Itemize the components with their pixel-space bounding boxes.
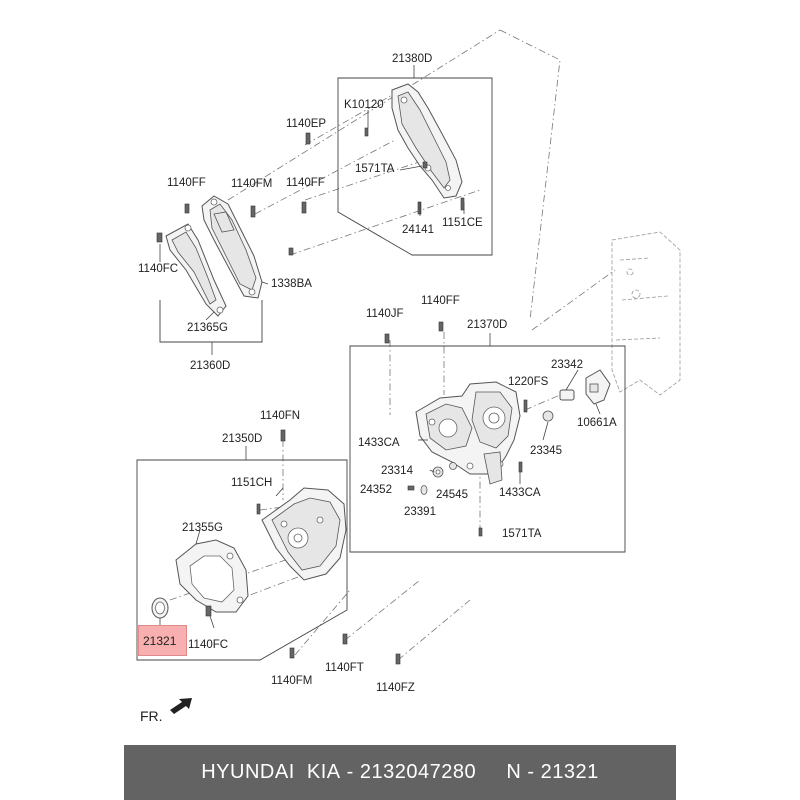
callout-1151CH: 1151CH (231, 477, 272, 489)
callout-10661A: 10661A (577, 417, 617, 429)
footer-gap (476, 761, 506, 784)
callout-1151CE: 1151CE (442, 217, 483, 229)
callout-K10120: K10120 (344, 99, 384, 111)
callout-1140JF: 1140JF (366, 308, 404, 320)
callout-23314: 23314 (381, 465, 414, 477)
timing-cover-gasket-left (165, 223, 227, 317)
sensor-parts (523, 369, 611, 422)
front-direction-arrow-icon (170, 698, 192, 714)
group-frame-21380D (337, 65, 493, 256)
callout-labels: 21380D K10120 1140EP 1571TA 1140FF 1140F… (138, 53, 617, 694)
footer-part-number: 2132047280 (359, 761, 477, 783)
callout-23391: 23391 (404, 506, 436, 518)
callout-24545: 24545 (436, 489, 468, 501)
callout-21360D: 21360D (190, 360, 230, 372)
part-info-footer: HYUNDAI KIA - 2132047280 N - 21321 (124, 745, 676, 800)
group-frame-21370D (349, 333, 626, 553)
callout-24352: 24352 (360, 484, 392, 496)
callout-21321: 21321 (143, 634, 177, 648)
callout-1433CA-a: 1433CA (358, 437, 400, 449)
callout-1140FC-a: 1140FC (138, 263, 178, 275)
callout-1338BA: 1338BA (271, 278, 312, 290)
callout-21350D: 21350D (222, 433, 262, 445)
callout-23345: 23345 (530, 445, 562, 457)
callout-21380D: 21380D (392, 53, 432, 65)
lower-cover-gasket (175, 539, 249, 613)
callout-21370D: 21370D (467, 319, 507, 331)
callout-1140FT: 1140FT (325, 662, 364, 674)
lower-timing-cover (261, 487, 347, 581)
callout-1571TA-top: 1571TA (355, 163, 395, 175)
callout-1571TA-bottom: 1571TA (502, 528, 542, 540)
bolts (156, 127, 465, 665)
leader-lines (159, 110, 601, 629)
callout-1433CA-b: 1433CA (499, 487, 541, 499)
orientation-label: FR. (140, 708, 163, 724)
callout-1140FF-b: 1140FF (286, 177, 325, 189)
group-frame-21360D (159, 300, 263, 355)
highlighted-part-21321: 21321 (138, 625, 187, 656)
callout-1140FM-b: 1140FM (271, 675, 312, 687)
timing-cover-assembly-center (415, 381, 521, 485)
exploded-parts-diagram: 21380D K10120 1140EP 1571TA 1140FF 1140F… (136, 29, 681, 714)
upper-timing-cover-plate (391, 83, 463, 199)
callout-1140EP: 1140EP (286, 118, 326, 130)
footer-sep-1: - (340, 761, 360, 783)
callout-24141: 24141 (402, 224, 434, 236)
callout-1140FZ: 1140FZ (376, 682, 415, 694)
callout-1220FS: 1220FS (508, 376, 549, 388)
timing-chain-cover-left (201, 195, 263, 299)
group-frame-21350D (136, 446, 348, 661)
callout-1140FF-c: 1140FF (421, 295, 460, 307)
callout-21355G: 21355G (182, 522, 223, 534)
engine-block-outline (611, 231, 681, 396)
footer-ref: N - 21321 (506, 761, 599, 783)
callout-1140FF-a: 1140FF (167, 177, 206, 189)
callout-23342: 23342 (551, 359, 583, 371)
front-oil-seal (151, 597, 169, 619)
callout-1140FN: 1140FN (260, 410, 300, 422)
callout-1140FC-b: 1140FC (188, 639, 228, 651)
callout-21365G: 21365G (187, 322, 228, 334)
small-gears-and-seals (407, 461, 523, 537)
footer-brand: HYUNDAI KIA (201, 761, 341, 783)
callout-1140FM-a: 1140FM (231, 178, 272, 190)
